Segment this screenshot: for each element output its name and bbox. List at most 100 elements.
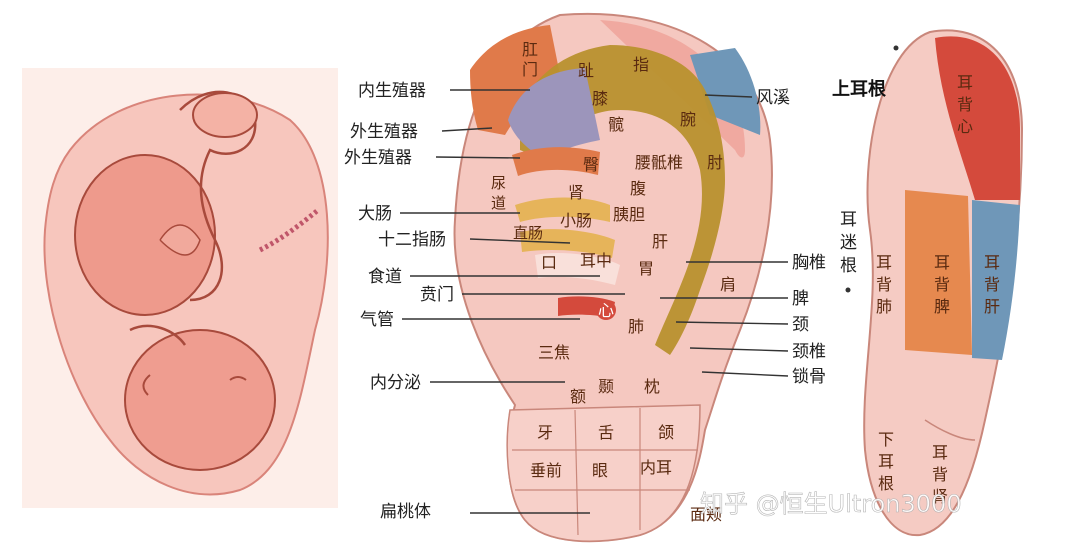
fetus-ear-mark <box>142 374 151 396</box>
label-back-kidney-3: 肾 <box>932 487 948 506</box>
leader-outer-genitals-2 <box>435 156 521 159</box>
label-back-spleen-3: 脾 <box>934 297 950 316</box>
orange-band <box>512 147 600 176</box>
back-heart-zone <box>935 36 1020 200</box>
label-back-spleen-2: 背 <box>934 275 950 294</box>
label-trachea: 气管 <box>360 310 394 330</box>
zone-hidden: 臀 <box>583 155 599 174</box>
zone-knee: 膝 <box>592 89 608 108</box>
zone-kidney: 肾 <box>568 183 584 202</box>
upper-root-dot <box>893 45 899 51</box>
label-clavicle: 锁骨 <box>792 367 826 387</box>
zone-tongue: 舌 <box>598 423 614 442</box>
label-back-liver-1: 耳 <box>984 253 1000 272</box>
label-back-heart-2: 背 <box>957 95 973 114</box>
label-lower-root-1: 下 <box>878 430 894 449</box>
zone-heart: 心 <box>598 301 614 320</box>
zone-stomach: 胃 <box>638 259 654 278</box>
lobe-grid <box>512 408 698 536</box>
label-back-lung-2: 背 <box>876 275 892 294</box>
lobe-zone <box>506 404 701 542</box>
zone-urethra-2: 道 <box>491 194 506 212</box>
front-ear <box>453 12 773 543</box>
zone-occiput: 枕 <box>644 377 660 396</box>
fetus-arm <box>129 324 187 346</box>
zone-tooth: 牙 <box>537 423 553 442</box>
label-large-intestine: 大肠 <box>358 204 392 224</box>
label-thoracic-spine: 胸椎 <box>792 253 826 273</box>
heart-zone <box>596 300 616 320</box>
label-lower-root-3: 根 <box>878 474 894 493</box>
watermark: 知乎 @恒生Ultron3000 <box>700 490 962 519</box>
leader-neck <box>675 321 789 325</box>
fetus-head <box>124 329 276 471</box>
label-wind-stream: 风溪 <box>756 88 790 108</box>
label-inner-genitals: 内生殖器 <box>358 81 426 101</box>
label-esophagus: 食道 <box>368 267 402 287</box>
zone-rectum: 直肠 <box>513 224 543 242</box>
label-back-spleen-1: 耳 <box>934 253 950 272</box>
zone-anus-2: 门 <box>522 60 538 79</box>
label-back-kidney-1: 耳 <box>932 443 948 462</box>
back-spleen-zone <box>905 190 972 355</box>
zone-finger: 指 <box>633 55 649 74</box>
zone-jaw: 颌 <box>658 423 674 442</box>
zone-shoulder: 肩 <box>720 275 736 294</box>
small-intestine-band <box>515 197 610 222</box>
zone-small-intestine: 小肠 <box>560 211 592 230</box>
leader-duodenum <box>469 238 571 244</box>
back-ear-labels: 上耳根 耳 迷 根 耳 背 心 耳 背 肺 耳 背 脾 耳 背 肝 下 耳 根 … <box>832 73 1000 506</box>
label-back-liver-2: 背 <box>984 275 1000 294</box>
zone-mouth: 口 <box>541 253 557 272</box>
leader-cervical-spine <box>689 347 789 352</box>
back-liver-zone <box>972 200 1020 360</box>
back-lower-line <box>924 419 976 441</box>
label-spleen: 脾 <box>792 289 809 309</box>
label-back-lung-3: 肺 <box>876 297 892 316</box>
left-labels: 内生殖器 外生殖器 外生殖器 大肠 十二指肠 食道 贲门 气管 内分泌 扁桃体 <box>344 81 625 522</box>
label-back-heart-3: 心 <box>957 117 973 136</box>
fetus-intestine <box>159 224 201 256</box>
zone-sanjiao: 三焦 <box>538 343 570 362</box>
zone-ear-center: 耳中 <box>580 251 612 270</box>
fetus-panel <box>22 68 338 508</box>
label-neck: 颈 <box>792 315 809 335</box>
label-back-kidney-2: 背 <box>932 465 948 484</box>
label-outer-genitals-2: 外生殖器 <box>344 148 412 168</box>
fetus-eye <box>229 376 247 381</box>
zone-lumbosacral: 腰骶椎 <box>635 153 683 172</box>
label-vagus-3: 根 <box>840 256 857 276</box>
label-endocrine: 内分泌 <box>370 373 421 393</box>
zone-anterior-lobe: 垂前 <box>530 461 562 480</box>
zone-forehead: 额 <box>570 387 586 406</box>
zone-inner-ear: 内耳 <box>640 458 672 477</box>
zone-eye: 眼 <box>592 461 608 480</box>
label-back-lung-1: 耳 <box>876 253 892 272</box>
label-lower-root-2: 耳 <box>878 452 894 471</box>
fetus-back <box>74 154 216 316</box>
label-tonsil: 扁桃体 <box>380 502 431 522</box>
vagus-root-dot <box>845 287 851 293</box>
zone-lung: 肺 <box>628 317 644 336</box>
wind-stream-zone <box>690 48 761 135</box>
label-upper-root: 上耳根 <box>832 78 886 100</box>
zone-urethra-1: 尿 <box>491 174 506 192</box>
zone-elbow: 肘 <box>707 153 723 172</box>
fetus-foot <box>192 92 258 138</box>
label-cardia: 贲门 <box>420 285 454 305</box>
leader-outer-genitals-1 <box>441 127 493 132</box>
zone-temple: 颞 <box>598 377 614 396</box>
zone-liver: 肝 <box>652 232 668 251</box>
right-labels: 风溪 胸椎 脾 颈 颈椎 锁骨 <box>660 88 826 387</box>
label-vagus-1: 耳 <box>840 210 857 230</box>
back-ear <box>845 29 1024 537</box>
label-vagus-2: 迷 <box>840 233 857 253</box>
label-duodenum: 十二指肠 <box>378 230 446 250</box>
label-outer-genitals-1: 外生殖器 <box>350 122 418 142</box>
zone-cheek: 面颊 <box>690 505 722 524</box>
watermark-text: 知乎 @恒生Ultron3000 <box>700 490 962 518</box>
zone-anus-1: 肛 <box>522 40 538 59</box>
anus-zone <box>470 25 560 135</box>
zone-pancreas-gall: 胰胆 <box>613 205 645 224</box>
